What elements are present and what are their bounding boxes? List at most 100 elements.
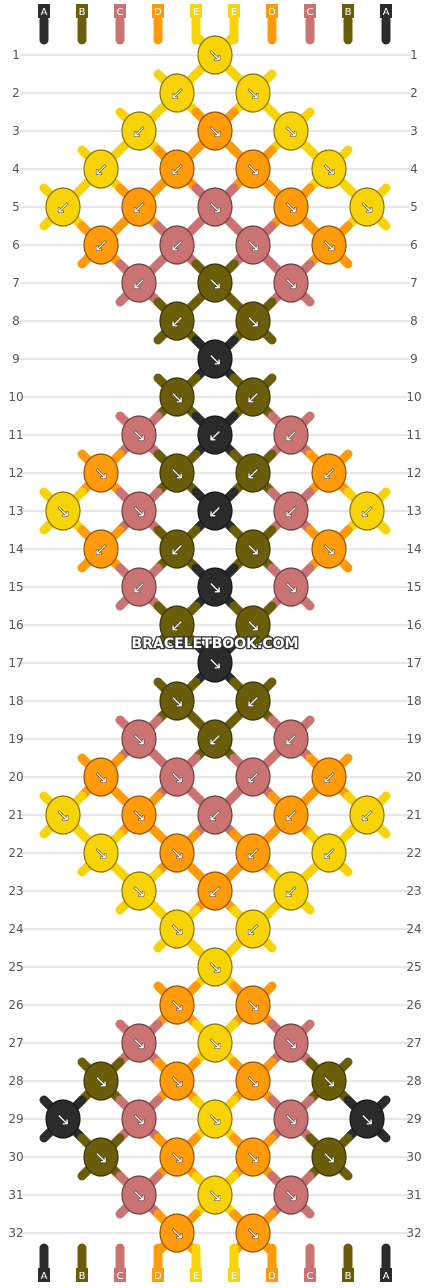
knot-ellipse bbox=[197, 1023, 233, 1063]
knot: ↘ bbox=[197, 1099, 233, 1139]
row-number-right: 18 bbox=[406, 694, 421, 708]
row-number-right: 21 bbox=[406, 808, 421, 822]
knot-ellipse bbox=[159, 833, 195, 873]
knot-arrow-icon: ↘ bbox=[170, 844, 184, 864]
knot: ↘ bbox=[159, 1213, 195, 1253]
knot-arrow-icon: ↘ bbox=[170, 996, 184, 1016]
knot-arrow-icon: ↘ bbox=[284, 578, 298, 598]
strand-label-top-swatch bbox=[228, 4, 240, 18]
knot-arrow-icon: ↘ bbox=[284, 1034, 298, 1054]
knot-arrow-icon: ↙ bbox=[170, 616, 184, 636]
knot-ellipse bbox=[45, 491, 81, 531]
knot-arrow-icon: ↘ bbox=[170, 920, 184, 940]
knot-arrow-icon: ↙ bbox=[132, 578, 146, 598]
knot-ellipse bbox=[83, 529, 119, 569]
knot-arrow-icon: ↘ bbox=[284, 1186, 298, 1206]
knot-arrow-icon: ↘ bbox=[208, 274, 222, 294]
knot-arrow-icon: ↘ bbox=[246, 1148, 260, 1168]
knot: ↘ bbox=[235, 605, 271, 645]
knot-arrow-icon: ↙ bbox=[170, 160, 184, 180]
knot: ↙ bbox=[197, 795, 233, 835]
knot-ellipse bbox=[121, 187, 157, 227]
row-number-left: 28 bbox=[8, 1074, 23, 1088]
knot: ↘ bbox=[121, 871, 157, 911]
knot-ellipse bbox=[273, 1099, 309, 1139]
knot: ↘ bbox=[159, 681, 195, 721]
knot: ↙ bbox=[311, 833, 347, 873]
knot: ↘ bbox=[197, 1175, 233, 1215]
knot: ↙ bbox=[235, 377, 271, 417]
strand-label-top-swatch bbox=[342, 4, 354, 18]
knot-ellipse bbox=[273, 111, 309, 151]
knot: ↘ bbox=[121, 795, 157, 835]
knot-arrow-icon: ↘ bbox=[322, 1148, 336, 1168]
knot-arrow-icon: ↘ bbox=[56, 1110, 70, 1130]
row-number-right: 7 bbox=[410, 276, 418, 290]
knot-arrow-icon: ↙ bbox=[208, 806, 222, 826]
knot-ellipse bbox=[159, 225, 195, 265]
knot-ellipse bbox=[197, 35, 233, 75]
strand-label-top: A bbox=[383, 7, 390, 18]
strand-label-bottom-swatch bbox=[114, 1268, 126, 1282]
strand-label-top-swatch bbox=[266, 4, 278, 18]
knot-ellipse bbox=[197, 415, 233, 455]
strand-label-top: E bbox=[231, 7, 237, 18]
knot: ↘ bbox=[273, 187, 309, 227]
knot: ↘ bbox=[273, 567, 309, 607]
knot: ↘ bbox=[121, 491, 157, 531]
knot: ↙ bbox=[349, 795, 385, 835]
knot: ↘ bbox=[159, 985, 195, 1025]
row-number-right: 13 bbox=[406, 504, 421, 518]
knot-ellipse bbox=[235, 605, 271, 645]
knot-arrow-icon: ↙ bbox=[284, 426, 298, 446]
knot-ellipse bbox=[273, 795, 309, 835]
knot-ellipse bbox=[273, 263, 309, 303]
knot-arrow-icon: ↘ bbox=[208, 198, 222, 218]
knot-ellipse bbox=[159, 909, 195, 949]
row-number-right: 25 bbox=[406, 960, 421, 974]
knot-ellipse bbox=[159, 1061, 195, 1101]
knot-ellipse bbox=[235, 529, 271, 569]
knot-ellipse bbox=[159, 529, 195, 569]
row-number-right: 29 bbox=[406, 1112, 421, 1126]
knot-arrow-icon: ↘ bbox=[208, 1034, 222, 1054]
knot-ellipse bbox=[349, 491, 385, 531]
row-number-right: 14 bbox=[406, 542, 421, 556]
knot-ellipse bbox=[197, 947, 233, 987]
strand-label-top-swatch bbox=[114, 4, 126, 18]
knot-ellipse bbox=[159, 301, 195, 341]
row-number-right: 4 bbox=[410, 162, 418, 176]
knot: ↘ bbox=[197, 643, 233, 683]
knot-arrow-icon: ↙ bbox=[132, 274, 146, 294]
knot-ellipse bbox=[197, 871, 233, 911]
strand-label-top-swatch bbox=[380, 4, 392, 18]
row-number-right: 31 bbox=[406, 1188, 421, 1202]
knot-arrow-icon: ↙ bbox=[208, 882, 222, 902]
knot: ↘ bbox=[349, 187, 385, 227]
knot-arrow-icon: ↘ bbox=[208, 958, 222, 978]
knot-ellipse bbox=[159, 453, 195, 493]
knot-arrow-icon: ↘ bbox=[170, 1148, 184, 1168]
knot: ↘ bbox=[273, 1175, 309, 1215]
knot-ellipse bbox=[121, 719, 157, 759]
row-number-left: 24 bbox=[8, 922, 23, 936]
knot: ↙ bbox=[349, 491, 385, 531]
knot: ↘ bbox=[273, 1023, 309, 1063]
knot-arrow-icon: ↙ bbox=[246, 920, 260, 940]
strand-label-top-swatch bbox=[304, 4, 316, 18]
knot-ellipse bbox=[159, 985, 195, 1025]
knot-arrow-icon: ↙ bbox=[284, 806, 298, 826]
knot-arrow-icon: ↘ bbox=[56, 806, 70, 826]
knot-arrow-icon: ↘ bbox=[246, 84, 260, 104]
knot-ellipse bbox=[197, 111, 233, 151]
knot: ↘ bbox=[197, 339, 233, 379]
knot-ellipse bbox=[235, 681, 271, 721]
knot-arrow-icon: ↙ bbox=[208, 502, 222, 522]
knot-arrow-icon: ↘ bbox=[246, 160, 260, 180]
strand-label-top: A bbox=[41, 7, 48, 18]
knot-arrow-icon: ↘ bbox=[246, 540, 260, 560]
knot: ↙ bbox=[159, 225, 195, 265]
knot-ellipse bbox=[235, 1137, 271, 1177]
strand-label-bottom-swatch bbox=[152, 1268, 164, 1282]
